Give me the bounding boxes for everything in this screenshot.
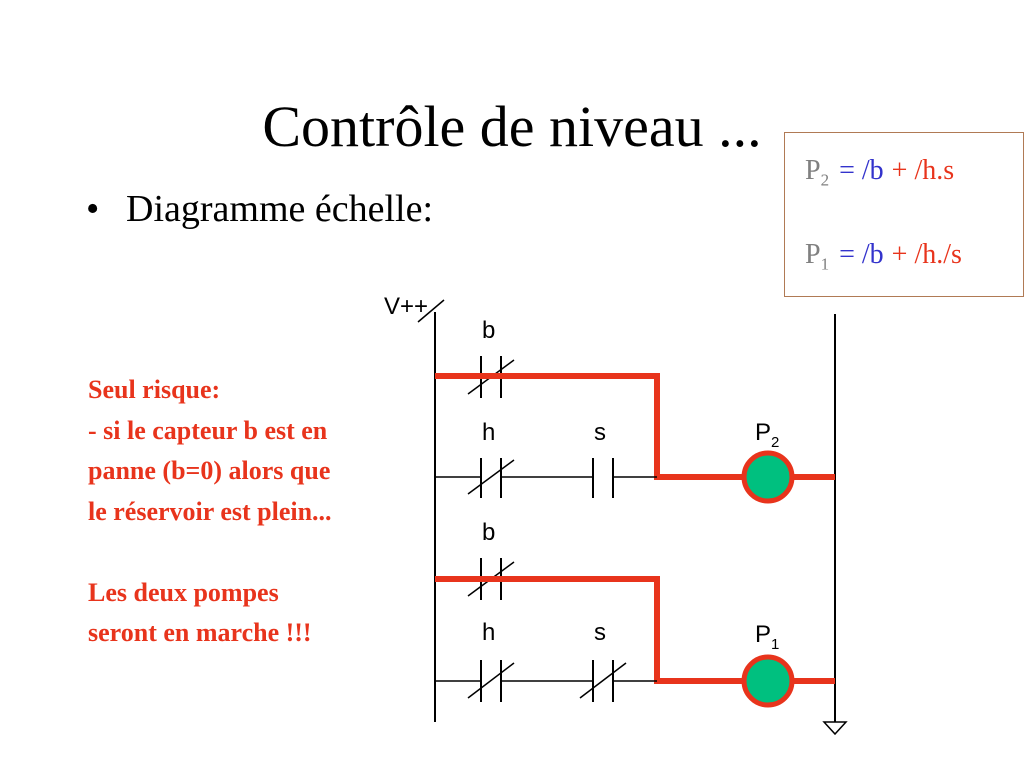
contact-h-top: [467, 458, 515, 498]
equation-p1-lhs: P1: [805, 239, 829, 273]
contact-h-top-label: h: [482, 419, 495, 446]
coil-p2-sub: 2: [771, 434, 779, 451]
equation-p1: P1 = /b+ /h./s: [805, 241, 962, 273]
supply-label: V++: [384, 293, 428, 320]
contact-s-bottom-label: s: [594, 619, 606, 646]
contact-b-bottom-label: b: [482, 519, 495, 546]
contact-h-bottom-label: h: [482, 619, 495, 646]
note-line: Seul risque:: [88, 375, 221, 404]
warning-note: Seul risque: - si le capteur b est en pa…: [88, 370, 332, 654]
active-path-bottom: [435, 576, 748, 684]
bullet-marker: •: [86, 188, 100, 230]
equation-p1-term-b: + /h./s: [891, 239, 962, 270]
ground-icon: [822, 721, 848, 736]
equation-p2: P2 = /b+ /h.s: [805, 157, 954, 189]
contact-s-top: [592, 458, 614, 498]
note-line: Les deux pompes: [88, 577, 279, 607]
contact-s-top-label: s: [594, 419, 606, 446]
note-line: seront en marche !!!: [88, 618, 312, 647]
coil-p1-sub: 1: [771, 636, 779, 653]
equation-p1-sub: 1: [820, 254, 830, 274]
bullet-item: • Diagramme échelle:: [86, 190, 433, 228]
note-line: le réservoir est plein...: [88, 496, 332, 526]
contact-b-top-label: b: [482, 317, 495, 344]
coil-p1-label: P1: [755, 621, 779, 653]
equation-p2-letter: P: [805, 155, 821, 186]
note-line: panne (b=0) alors que: [88, 456, 331, 485]
equation-p2-sub: 2: [820, 170, 830, 190]
coil-p2: [741, 450, 795, 504]
slide-title: Contrôle de niveau ...: [262, 94, 762, 159]
bullet-text: Diagramme échelle:: [126, 188, 434, 230]
coil-p2-letter: P: [755, 419, 771, 446]
active-path-top: [435, 373, 748, 480]
equation-p2-term-b: + /h.s: [891, 155, 955, 186]
coil-p1-letter: P: [755, 621, 771, 648]
equation-p1-letter: P: [805, 239, 821, 270]
coil-p2-label: P2: [755, 419, 779, 451]
equation-p2-term-a: = /b: [839, 155, 884, 186]
equation-p1-term-a: = /b: [839, 239, 884, 270]
note-line: - si le capteur b est en: [88, 415, 328, 445]
equation-p2-lhs: P2: [805, 155, 829, 189]
supply-slash: [417, 299, 445, 323]
coil-p1: [741, 654, 795, 708]
